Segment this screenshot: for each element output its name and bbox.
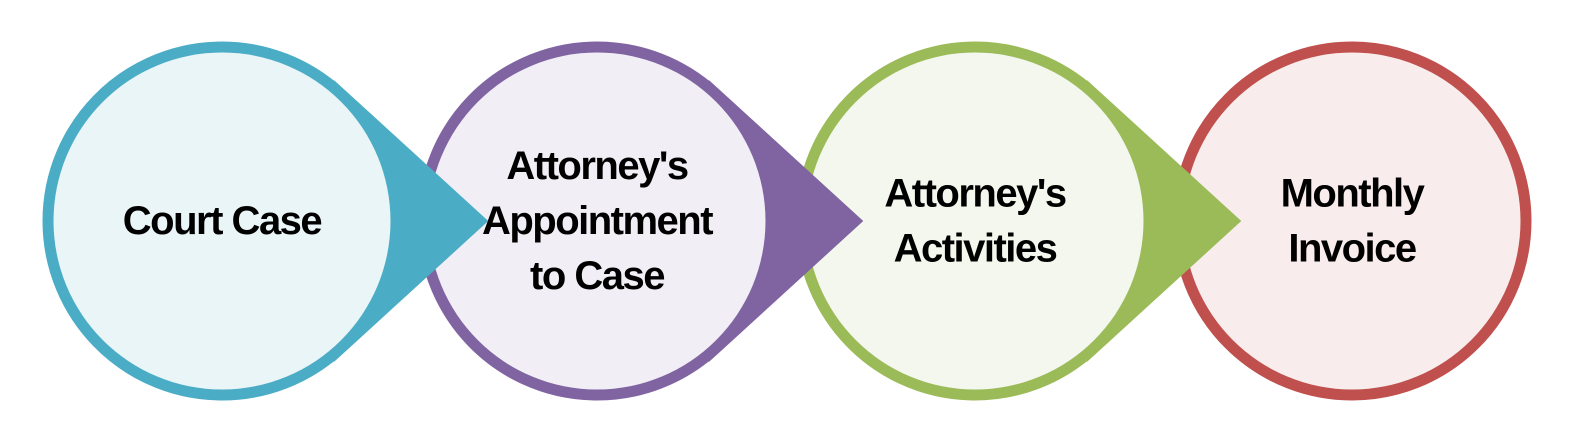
step-label: Appointment xyxy=(482,199,713,243)
step-label: to Case xyxy=(530,254,664,298)
step-label: Monthly xyxy=(1281,172,1426,216)
step-inner-circle xyxy=(1183,52,1521,390)
step-label: Attorney's xyxy=(506,144,687,188)
step-inner-circle xyxy=(428,52,766,390)
step-label: Invoice xyxy=(1288,227,1416,271)
step-inner-circle xyxy=(53,52,391,390)
step-label: Court Case xyxy=(123,199,322,243)
process-steps: MonthlyInvoiceAttorney'sActivitiesAttorn… xyxy=(42,41,1532,401)
step-inner-circle xyxy=(806,52,1144,390)
step-label: Activities xyxy=(894,227,1057,271)
step-label: Attorney's xyxy=(884,172,1065,216)
process-step-1: Court Case xyxy=(42,41,489,401)
